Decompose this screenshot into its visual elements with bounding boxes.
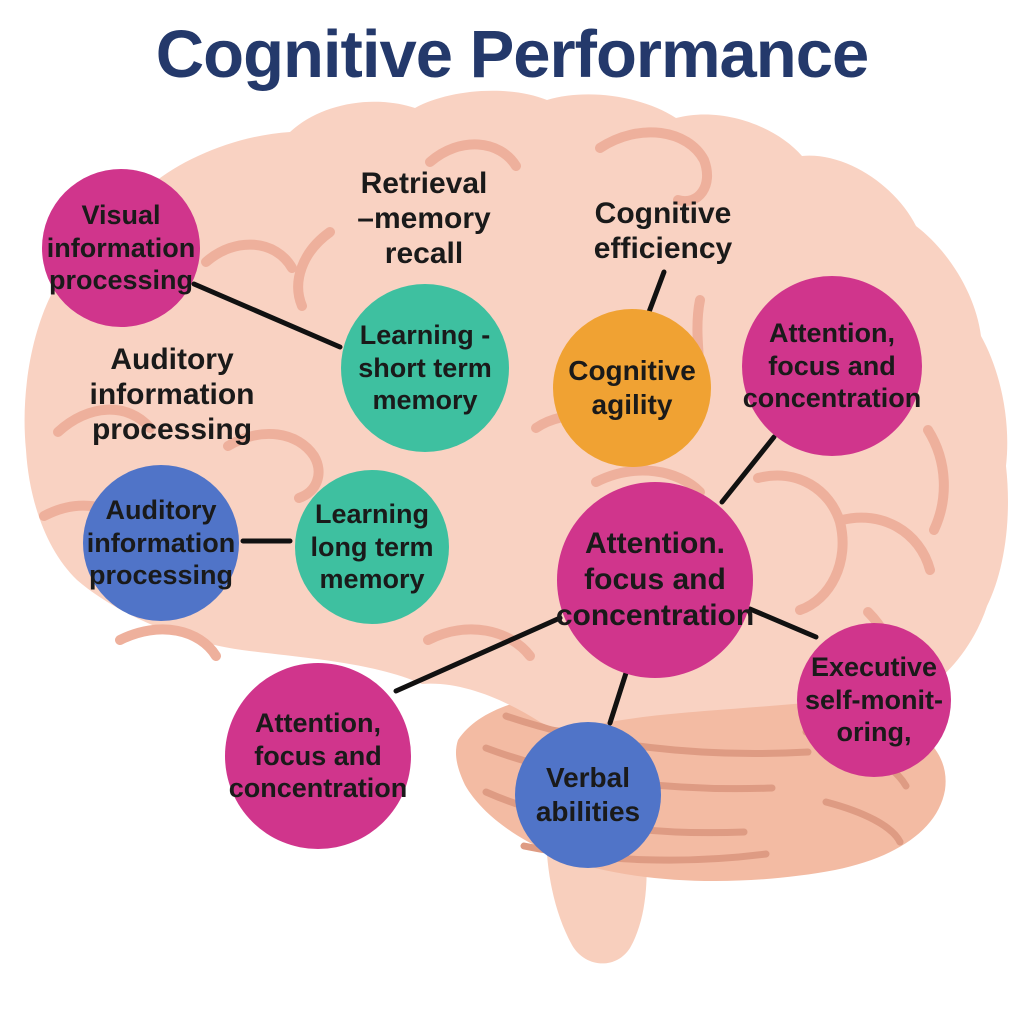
node-learning-short-term-memory: Learning - short term memory xyxy=(341,284,509,452)
connector-center-to-lower-left-attention xyxy=(393,615,563,694)
node-visual-information-processing: Visual information processing xyxy=(42,169,200,327)
node-auditory-information-processing: Auditory information processing xyxy=(83,465,239,621)
annotation-label: Auditory information processing xyxy=(89,343,255,447)
annotation-retrieval-memory-recall: Retrieval –memory recall xyxy=(314,166,534,271)
node-label: Auditory information processing xyxy=(86,495,236,591)
node-attention-focus-concentration-lower-left: Attention, focus and concentration xyxy=(225,663,411,849)
node-label: Executive self-monit- oring, xyxy=(805,652,943,748)
node-label: Visual information processing xyxy=(46,200,196,296)
node-cognitive-agility: Cognitive agility xyxy=(553,309,711,467)
node-verbal-abilities: Verbal abilities xyxy=(515,722,661,868)
node-label: Attention, focus and concentration xyxy=(228,708,408,804)
annotation-auditory-information-processing: Auditory information processing xyxy=(52,342,292,447)
node-label: Learning - short term memory xyxy=(358,320,492,416)
node-label: Attention. focus and concentration xyxy=(555,527,755,632)
node-executive-self-monitoring: Executive self-monit- oring, xyxy=(797,623,951,777)
connector-center-to-verbal xyxy=(607,670,629,726)
connector-right-attention-to-center xyxy=(719,434,777,505)
node-label: Learning long term memory xyxy=(310,499,434,595)
node-attention-focus-concentration-right: Attention, focus and concentration xyxy=(742,276,922,456)
annotation-label: Retrieval –memory recall xyxy=(357,167,491,271)
connector-visual-to-short-term-memory xyxy=(191,281,343,350)
node-attention-focus-concentration-center: Attention. focus and concentration xyxy=(555,482,755,678)
annotation-label: Cognitive efficiency xyxy=(593,197,733,266)
node-label: Cognitive agility xyxy=(568,355,696,420)
annotation-cognitive-efficiency: Cognitive efficiency xyxy=(553,196,773,266)
page-title: Cognitive Performance xyxy=(155,17,869,92)
node-learning-long-term-memory: Learning long term memory xyxy=(295,470,449,624)
connector-center-to-executive xyxy=(747,606,819,640)
node-label: Verbal abilities xyxy=(535,762,641,827)
node-label: Attention, focus and concentration xyxy=(742,318,922,414)
